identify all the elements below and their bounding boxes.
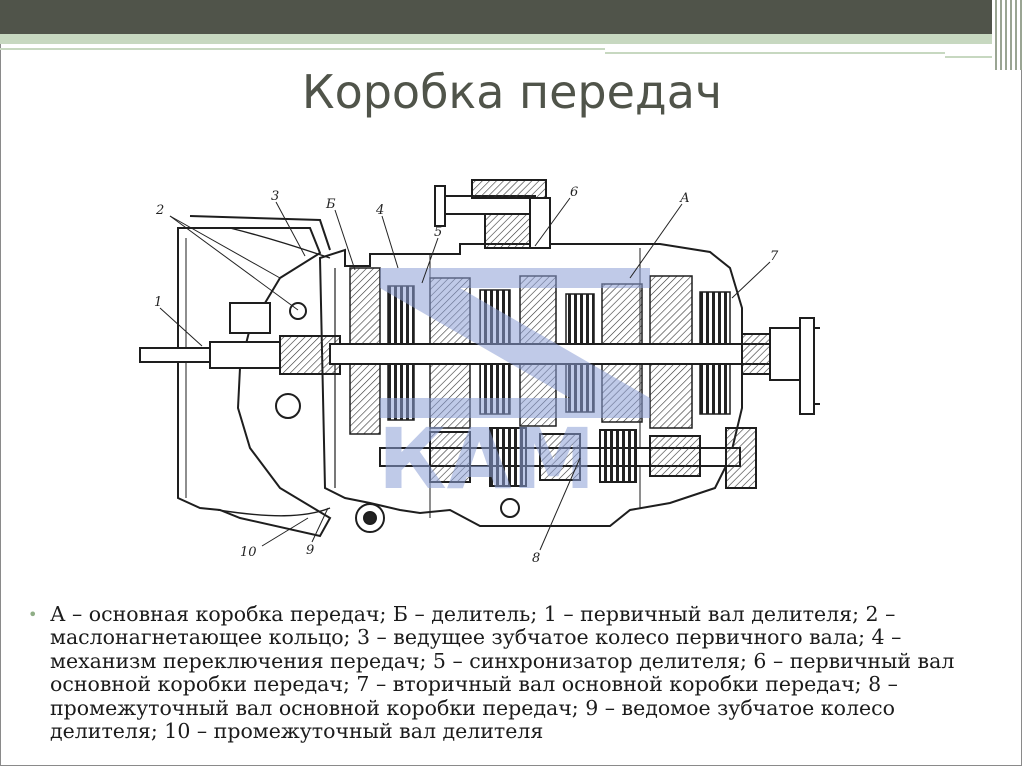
label-8: 8 xyxy=(532,551,540,566)
label-10: 10 xyxy=(240,545,257,560)
shift-mechanism xyxy=(434,179,551,249)
caption-block: • А – основная коробка передач; Б – дели… xyxy=(28,602,1008,744)
countershaft xyxy=(355,427,741,533)
label-6: 6 xyxy=(570,185,578,200)
header-ornament xyxy=(992,0,1024,70)
leader-lines xyxy=(159,197,771,551)
slide-title: Коробка передач xyxy=(301,65,723,119)
bullet-icon: • xyxy=(28,605,38,624)
label-2: 2 xyxy=(155,203,164,218)
caption-text: А – основная коробка передач; Б – делите… xyxy=(50,602,955,744)
watermark-logo: КАМ xyxy=(378,268,650,508)
watermark-text: КАМ xyxy=(378,410,595,508)
input-shaft xyxy=(139,302,341,419)
label-b: Б xyxy=(325,197,336,212)
label-7: 7 xyxy=(770,249,779,264)
header-line xyxy=(0,48,605,50)
label-4: 4 xyxy=(375,203,384,218)
header-band xyxy=(0,0,1024,34)
bell-housing xyxy=(177,215,332,538)
header-stripe xyxy=(0,34,1024,44)
label-a: А xyxy=(679,191,690,206)
label-3: 3 xyxy=(271,189,279,204)
gearbox-diagram: КАМ 1 2 3 Б 4 5 6 А 7 8 9 10 xyxy=(139,179,820,566)
header-line xyxy=(605,52,945,54)
output-flange xyxy=(725,333,771,489)
header-line xyxy=(945,56,1005,58)
label-1: 1 xyxy=(154,295,162,310)
label-5: 5 xyxy=(434,225,442,240)
label-9: 9 xyxy=(306,543,314,558)
diagram-labels: 1 2 3 Б 4 5 6 А 7 8 9 10 xyxy=(154,185,779,566)
